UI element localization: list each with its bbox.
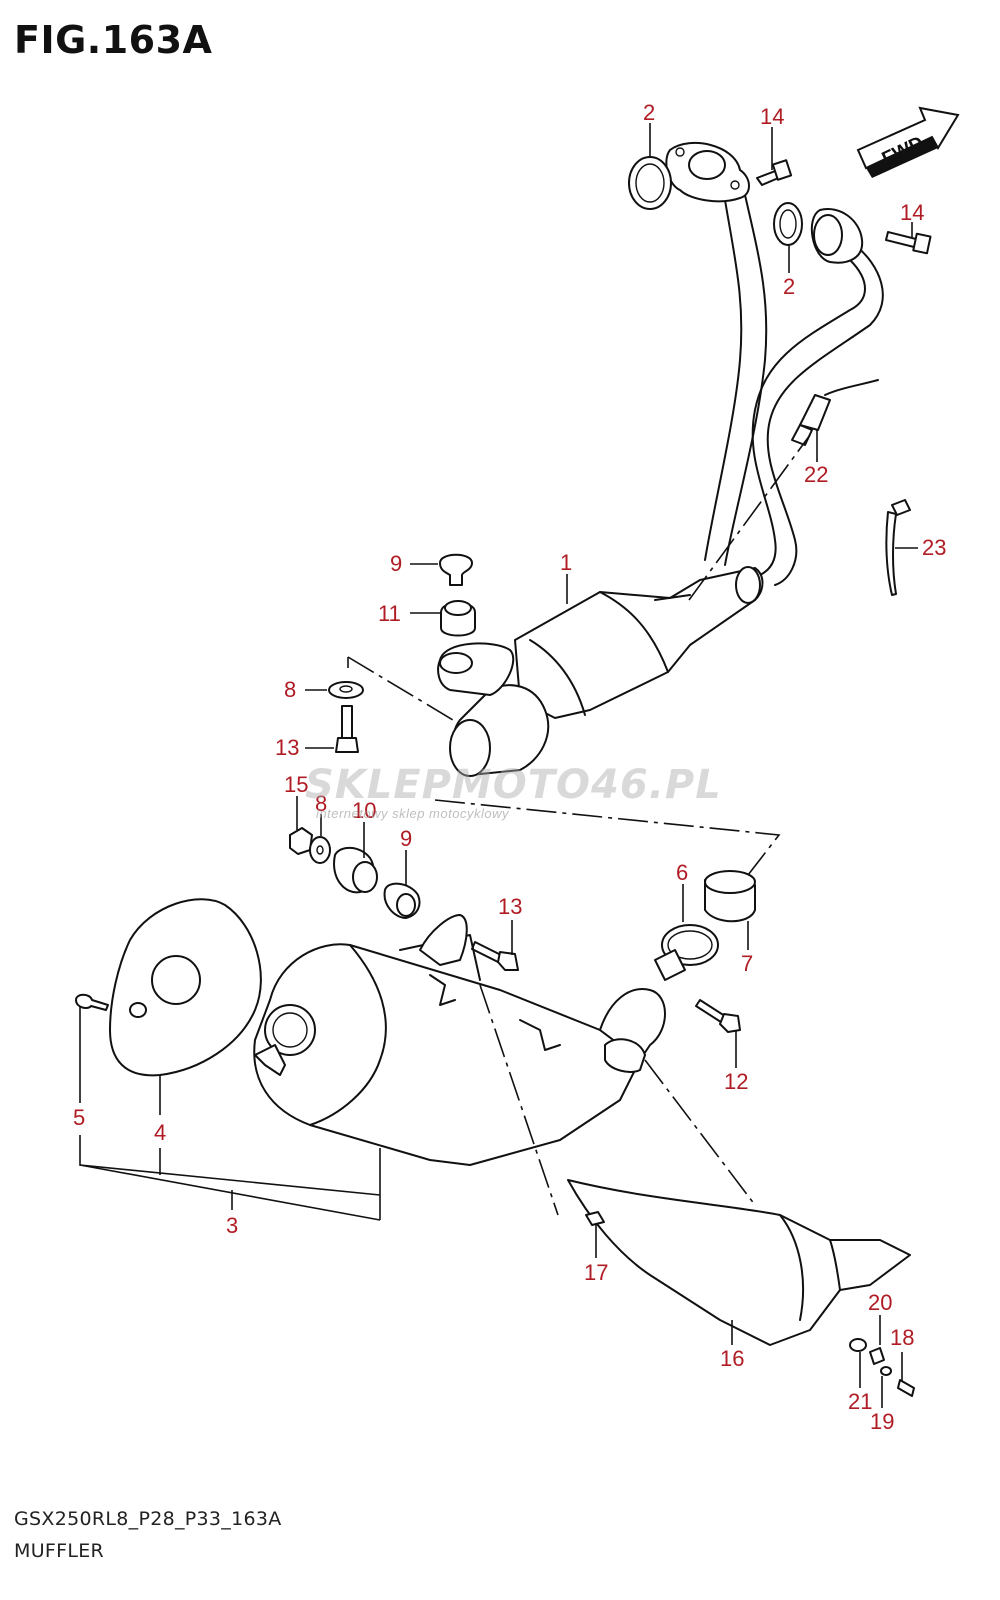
oxygen-sensor bbox=[791, 379, 879, 446]
watermark-tagline: internetowy sklep motocyklowy bbox=[316, 806, 509, 821]
cable-tie bbox=[885, 499, 911, 596]
figure-title: FIG.163A bbox=[14, 18, 213, 62]
callout-13: 13 bbox=[498, 894, 522, 919]
exhaust-pipe-assembly bbox=[437, 141, 932, 777]
mount-grommet-upper bbox=[439, 553, 476, 637]
callout-labels: 2 14 14 2 22 23 1 9 11 8 13 15 8 10 9 6 … bbox=[73, 100, 946, 1434]
heat-shield bbox=[567, 1179, 911, 1346]
callout-3: 3 bbox=[226, 1213, 238, 1238]
callout-8: 8 bbox=[315, 791, 327, 816]
callout-23: 23 bbox=[922, 535, 946, 560]
callout-11: 11 bbox=[378, 601, 401, 626]
callout-1: 1 bbox=[560, 550, 572, 575]
callout-19: 19 bbox=[870, 1409, 894, 1434]
fwd-direction-arrow: FWD bbox=[856, 106, 960, 178]
callout-12: 12 bbox=[724, 1069, 748, 1094]
heat-shield-fasteners bbox=[849, 1338, 915, 1397]
callout-14: 14 bbox=[900, 200, 924, 225]
callout-17: 17 bbox=[584, 1260, 608, 1285]
callout-5: 5 bbox=[73, 1105, 85, 1130]
callout-18: 18 bbox=[890, 1325, 914, 1350]
pipe-clamp-and-gasket bbox=[654, 870, 756, 981]
callout-15: 15 bbox=[284, 772, 308, 797]
muffler-end-cap bbox=[75, 898, 262, 1077]
muffler-bolts bbox=[471, 941, 741, 1033]
leader-lines bbox=[79, 123, 918, 1408]
muffler-mount-hardware bbox=[289, 827, 421, 919]
callout-8: 8 bbox=[284, 677, 296, 702]
figure-code: GSX250RL8_P28_P33_163A bbox=[14, 1508, 282, 1530]
callout-10: 10 bbox=[352, 798, 376, 823]
washer-and-bolt-upper bbox=[328, 681, 364, 753]
callout-4: 4 bbox=[154, 1120, 166, 1145]
callout-20: 20 bbox=[868, 1290, 892, 1315]
callout-21: 21 bbox=[848, 1389, 872, 1414]
muffler-body bbox=[253, 914, 666, 1166]
callout-22: 22 bbox=[804, 462, 828, 487]
callout-6: 6 bbox=[676, 860, 688, 885]
callout-2: 2 bbox=[783, 274, 795, 299]
callout-16: 16 bbox=[720, 1346, 744, 1371]
watermark-brand: SKLEPMOTO46.PL bbox=[305, 762, 722, 808]
callout-9: 9 bbox=[400, 826, 412, 851]
callout-14: 14 bbox=[760, 104, 784, 129]
callout-9: 9 bbox=[390, 551, 402, 576]
figure-name: MUFFLER bbox=[14, 1540, 105, 1562]
callout-13: 13 bbox=[275, 735, 299, 760]
callout-2: 2 bbox=[643, 100, 655, 125]
callout-7: 7 bbox=[741, 951, 753, 976]
